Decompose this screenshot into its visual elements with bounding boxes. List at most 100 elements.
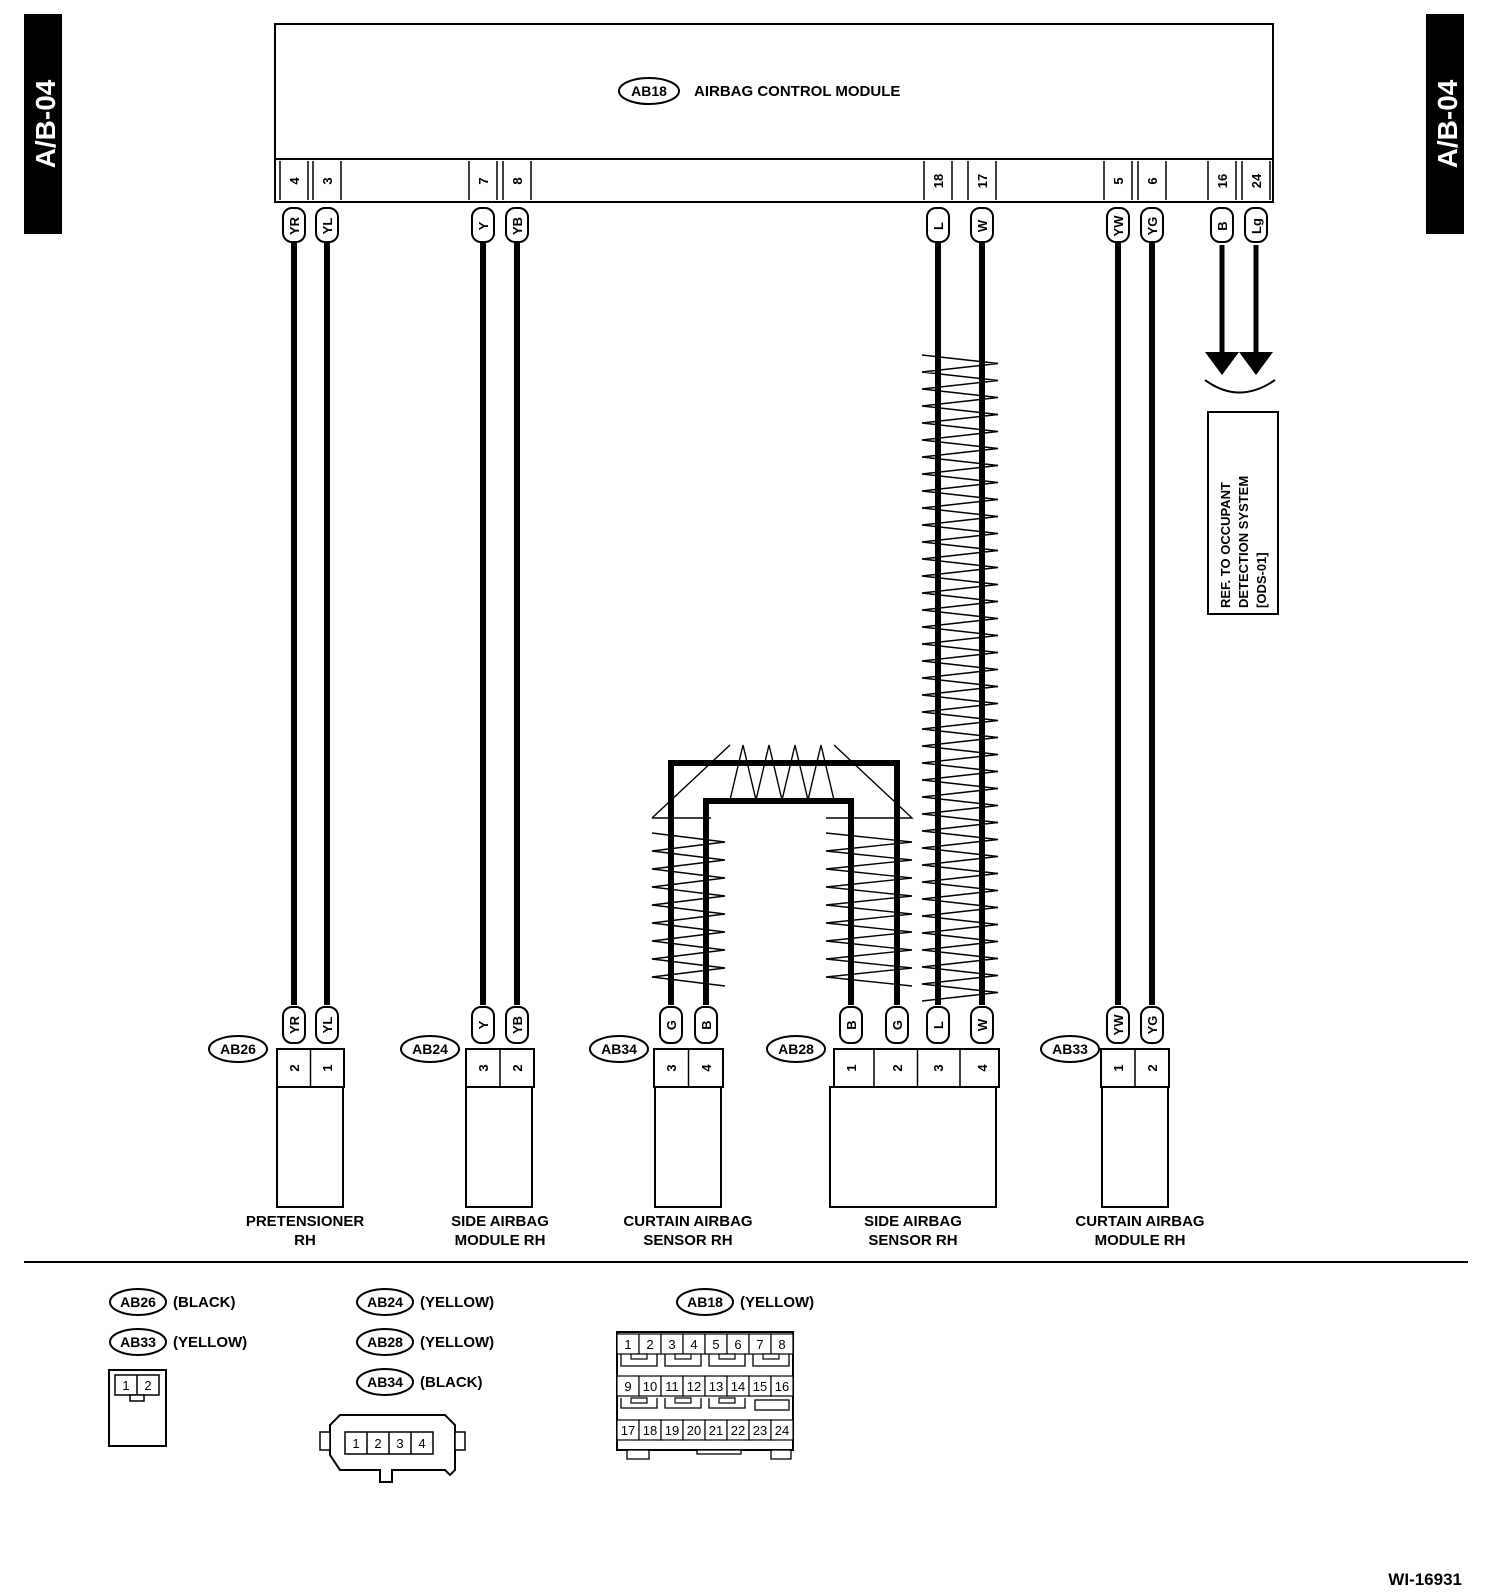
wire-color-label: YG [1145, 1016, 1160, 1035]
side-tab-left: A/B-04 [24, 14, 62, 234]
connector-pin-number: 3 [476, 1064, 491, 1071]
legend-pin: 2 [144, 1378, 151, 1393]
wire-color-label: G [664, 1020, 679, 1030]
wire-color-label: YB [510, 1016, 525, 1034]
legend-color: (YELLOW) [173, 1334, 247, 1351]
side-tab-left-label: A/B-04 [30, 79, 61, 168]
connector-code: AB24 [412, 1041, 448, 1057]
legend-pin: 11 [665, 1379, 679, 1394]
reference-line-1: REF. TO OCCUPANT [1218, 482, 1233, 608]
connector-pin-number: 3 [931, 1064, 946, 1071]
legend-pin: 21 [709, 1423, 723, 1438]
legend-ab33: AB33 (YELLOW) [109, 1328, 247, 1356]
wire-color-label: Y [476, 221, 491, 230]
wire-color-label: L [931, 222, 946, 230]
wire-color-label: B [699, 1020, 714, 1029]
legend-code: AB26 [120, 1294, 156, 1310]
module-pin-number: 6 [1145, 177, 1160, 184]
wire-color-label: YR [287, 216, 302, 235]
legend-pin: 10 [643, 1379, 657, 1394]
legend-code: AB33 [120, 1334, 156, 1350]
wire-color-label: YL [320, 218, 335, 235]
reference-line-3: [ODS-01] [1254, 552, 1269, 608]
connector-pin-number: 3 [664, 1064, 679, 1071]
component-name-line-1: SIDE AIRBAG [864, 1213, 962, 1230]
legend-pin: 1 [352, 1436, 359, 1451]
legend-pin: 18 [643, 1423, 657, 1438]
wire-color-label: Y [476, 1020, 491, 1029]
wire-color-label: Lg [1249, 218, 1264, 234]
side-tab-right: A/B-04 [1426, 14, 1464, 234]
legend-pin: 3 [668, 1337, 675, 1352]
legend-color: (YELLOW) [420, 1334, 494, 1351]
legend-pin: 4 [690, 1337, 697, 1352]
wire-b-loop [703, 798, 854, 1005]
wires [291, 242, 1155, 1005]
twist-ab34 [651, 832, 726, 987]
module-pin-number: 17 [975, 174, 990, 188]
legend-pin: 8 [778, 1337, 785, 1352]
wire-color-label: B [844, 1020, 859, 1029]
connector-pin-number: 1 [320, 1064, 335, 1071]
legend-code: AB24 [367, 1294, 403, 1310]
legend-pin: 16 [775, 1379, 789, 1394]
connector-pin-number: 4 [699, 1064, 714, 1072]
legend-pin: 3 [396, 1436, 403, 1451]
legend-pin: 12 [687, 1379, 701, 1394]
connector-code: AB34 [601, 1041, 637, 1057]
legend-code: AB28 [367, 1334, 403, 1350]
module-pin-number: 16 [1215, 174, 1230, 188]
wire-color-label: YG [1145, 217, 1160, 236]
connector-pin-number: 2 [1145, 1064, 1160, 1071]
legend-color: (BLACK) [173, 1294, 235, 1311]
wire-color-label: YW [1111, 215, 1126, 237]
legend-pin: 2 [374, 1436, 381, 1451]
legend-color: (YELLOW) [420, 1294, 494, 1311]
connector-pin-number: 4 [975, 1064, 990, 1072]
module-pin-number: 8 [510, 177, 525, 184]
wire-color-label: YW [1111, 1014, 1126, 1036]
component-name-line-1: PRETENSIONER [246, 1213, 365, 1230]
legend-ab26: AB26 (BLACK) [109, 1288, 235, 1316]
module-pin-number: 7 [476, 177, 491, 184]
figure-id: WI-16931 [1388, 1570, 1462, 1589]
connector-pin-number: 1 [844, 1064, 859, 1071]
module-pin-number: 5 [1111, 177, 1126, 184]
component-ab34: AB34 3 G 4 B CURTAIN AIRBAG SENSOR RH [589, 1006, 753, 1249]
wire-color-label: L [931, 1021, 946, 1029]
control-module: AB18 AIRBAG CONTROL MODULE [274, 23, 1274, 203]
twist-l-w [921, 354, 999, 1002]
legend-pin: 7 [756, 1337, 763, 1352]
component-name-line-1: CURTAIN AIRBAG [623, 1213, 752, 1230]
reference-arrows [1204, 245, 1276, 394]
legend-pin: 1 [122, 1378, 129, 1393]
legend-ab34: AB34(BLACK) [356, 1368, 482, 1396]
component-name-line-2: MODULE RH [1095, 1232, 1186, 1249]
legend-pin: 19 [665, 1423, 679, 1438]
component-name-line-1: SIDE AIRBAG [451, 1213, 549, 1230]
component-name-line-2: MODULE RH [455, 1232, 546, 1249]
legend-pin: 9 [624, 1379, 631, 1394]
wire-color-label: YR [287, 1015, 302, 1034]
legend-pin: 5 [712, 1337, 719, 1352]
component-name-line-2: SENSOR RH [868, 1232, 957, 1249]
module-code: AB18 [631, 83, 667, 99]
legend-pin: 15 [753, 1379, 767, 1394]
component-name-line-2: SENSOR RH [643, 1232, 732, 1249]
twist-ab28 [825, 832, 913, 987]
wire-color-label: YL [320, 1017, 335, 1034]
wire-color-label: W [975, 219, 990, 232]
connector-pin-number: 2 [287, 1064, 302, 1071]
connector-pin-number: 2 [890, 1064, 905, 1071]
connector-code: AB26 [220, 1041, 256, 1057]
legend-pin: 14 [731, 1379, 745, 1394]
legend-code: AB18 [687, 1294, 723, 1310]
